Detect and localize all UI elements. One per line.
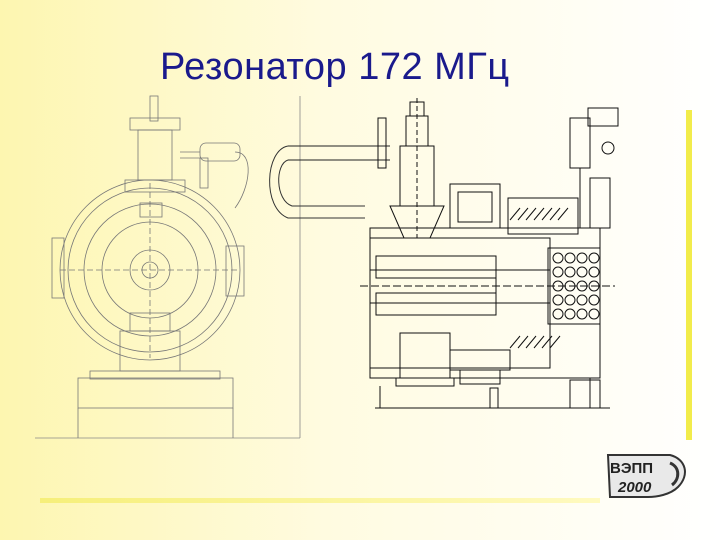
- accent-bar-vertical: [686, 110, 692, 440]
- logo-seal-icon: ВЭПП 2000: [606, 454, 686, 498]
- logo-text-bottom: 2000: [617, 479, 652, 496]
- logo-text-top: ВЭПП: [610, 460, 653, 477]
- accent-bar-horizontal: [40, 498, 600, 503]
- resonator-technical-drawing-icon: [35, 95, 619, 439]
- slide-title: Резонатор 172 МГц: [160, 46, 510, 88]
